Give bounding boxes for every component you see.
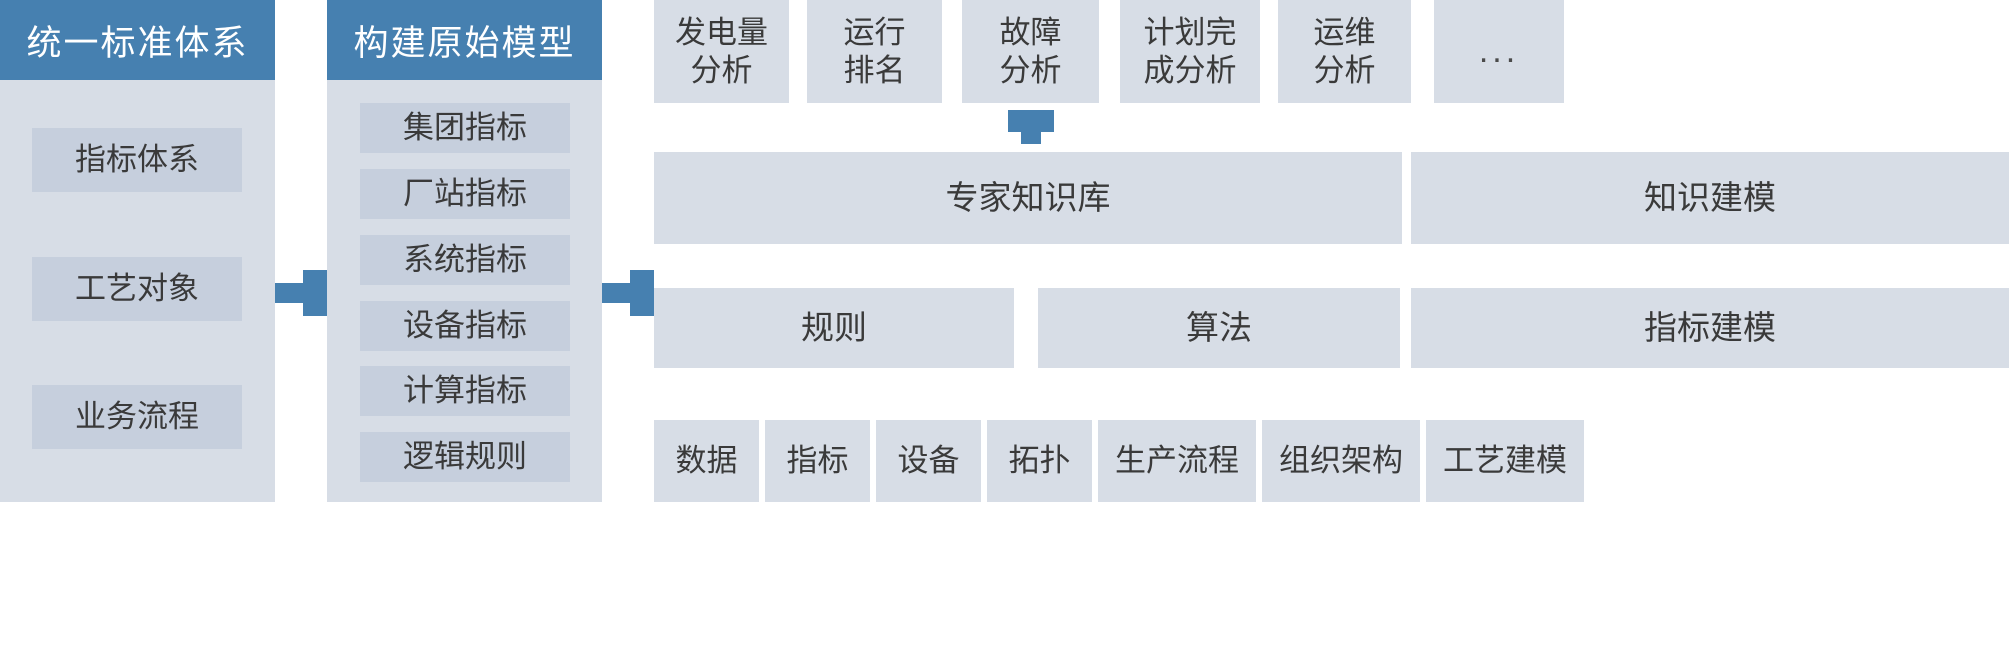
arrow-shaft — [602, 283, 634, 303]
model-item-shebeizhibiao[interactable]: 设备指标 — [360, 301, 570, 351]
standard-item-yewuliucheng[interactable]: 业务流程 — [32, 385, 242, 449]
original-model-panel: 构建原始模型 集团指标 厂站指标 系统指标 设备指标 计算指标 逻辑规则 — [327, 0, 602, 502]
model-item-xitongzhibiao[interactable]: 系统指标 — [360, 235, 570, 285]
analysis-box-guzhang-fenxi[interactable]: 故障 分析 — [962, 0, 1099, 103]
indicator-modeling-box[interactable]: 指标建模 — [1411, 288, 2009, 368]
foundation-box-shebei[interactable]: 设备 — [876, 420, 981, 502]
foundation-box-gongyijianmo[interactable]: 工艺建模 — [1426, 420, 1584, 502]
analysis-box-yunwei-fenxi[interactable]: 运维 分析 — [1278, 0, 1411, 103]
knowledge-modeling-box[interactable]: 知识建模 — [1411, 152, 2009, 244]
arrow-shaft — [275, 283, 307, 303]
arrow-head — [303, 270, 327, 316]
foundation-box-shuju[interactable]: 数据 — [654, 420, 759, 502]
arrow-shaft — [1021, 110, 1041, 144]
analysis-box-more[interactable]: ... — [1434, 0, 1564, 103]
analysis-box-jihua-wancheng-fenxi[interactable]: 计划完 成分析 — [1120, 0, 1260, 103]
foundation-box-tuopu[interactable]: 拓扑 — [987, 420, 1092, 502]
model-item-jisuanzhibiao[interactable]: 计算指标 — [360, 366, 570, 416]
standard-system-panel: 统一标准体系 指标体系 工艺对象 业务流程 — [0, 0, 275, 502]
arrow-standard-to-model — [275, 270, 327, 316]
standard-item-gongyiduixiang[interactable]: 工艺对象 — [32, 257, 242, 321]
analysis-box-yunxing-paiming[interactable]: 运行 排名 — [807, 0, 942, 103]
arrow-fault-analysis-to-knowledge — [1008, 110, 1054, 156]
engine-box-suanfa[interactable]: 算法 — [1038, 288, 1400, 368]
foundation-box-zhibiao[interactable]: 指标 — [765, 420, 870, 502]
model-item-changzhanzhibiao[interactable]: 厂站指标 — [360, 169, 570, 219]
knowledge-base-box[interactable]: 专家知识库 — [654, 152, 1402, 244]
foundation-box-zuzhijiagou[interactable]: 组织架构 — [1262, 420, 1420, 502]
standard-system-header: 统一标准体系 — [0, 0, 275, 80]
original-model-header: 构建原始模型 — [327, 0, 602, 80]
standard-item-zhibiaotixi[interactable]: 指标体系 — [32, 128, 242, 192]
model-item-luojiguize[interactable]: 逻辑规则 — [360, 432, 570, 482]
engine-box-guize[interactable]: 规则 — [654, 288, 1014, 368]
foundation-box-shengchanliucheng[interactable]: 生产流程 — [1098, 420, 1256, 502]
analysis-box-fadianliang-fenxi[interactable]: 发电量 分析 — [654, 0, 789, 103]
model-item-jituanzhibiao[interactable]: 集团指标 — [360, 103, 570, 153]
arrow-model-to-engine — [602, 270, 654, 316]
arrow-head — [630, 270, 654, 316]
